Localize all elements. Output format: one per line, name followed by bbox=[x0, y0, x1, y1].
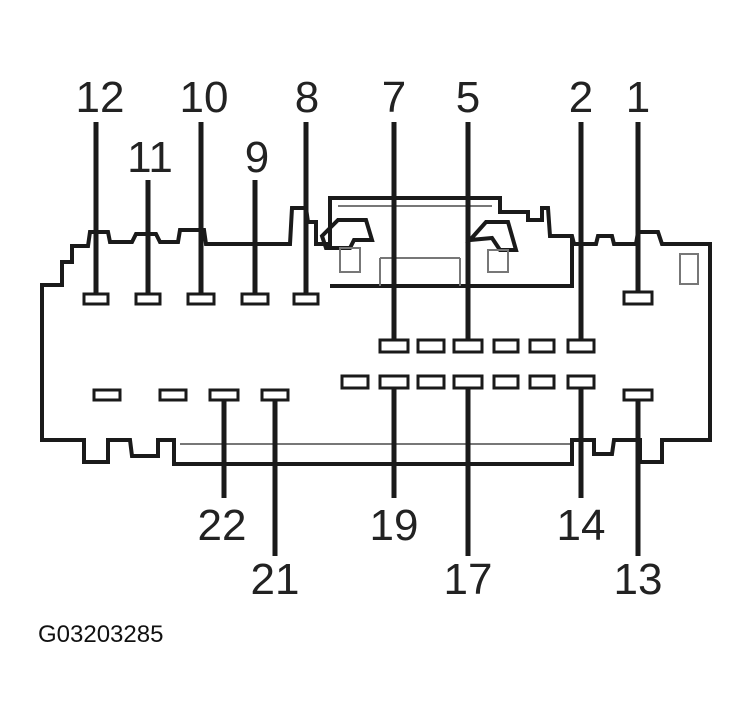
pin-17 bbox=[452, 374, 484, 390]
pin-20 bbox=[340, 374, 370, 390]
label-pin-5: 5 bbox=[456, 73, 480, 122]
label-pin-11: 11 bbox=[127, 133, 173, 182]
label-pin-22: 22 bbox=[198, 501, 247, 550]
pin-19 bbox=[378, 374, 410, 390]
label-pin-17: 17 bbox=[444, 555, 493, 604]
bottom-pin-labels: 22 21 19 17 14 13 bbox=[198, 501, 663, 604]
pin-4 bbox=[492, 338, 520, 354]
label-pin-7: 7 bbox=[382, 73, 406, 122]
pin-6 bbox=[416, 338, 446, 354]
label-pin-19: 19 bbox=[370, 501, 419, 550]
pin-12 bbox=[82, 292, 110, 306]
pin-11 bbox=[134, 292, 162, 306]
pin-23 bbox=[158, 388, 188, 402]
label-pin-14: 14 bbox=[557, 501, 606, 550]
pin-5 bbox=[452, 338, 484, 354]
label-pin-12: 12 bbox=[76, 73, 125, 122]
pin-9 bbox=[240, 292, 270, 306]
pin-row-middle bbox=[378, 338, 596, 354]
reference-code: G03203285 bbox=[38, 621, 163, 648]
pin-2 bbox=[566, 338, 596, 354]
pin-7 bbox=[378, 338, 410, 354]
pin-15 bbox=[528, 374, 556, 390]
label-pin-10: 10 bbox=[180, 73, 229, 122]
top-pin-labels: 12 11 10 9 8 7 5 2 1 bbox=[76, 73, 651, 182]
pin-24 bbox=[92, 388, 122, 402]
pin-14 bbox=[566, 374, 596, 390]
label-pin-9: 9 bbox=[245, 133, 269, 182]
pin-row-lower bbox=[340, 374, 596, 390]
label-pin-8: 8 bbox=[295, 73, 319, 122]
pin-row-bottom bbox=[92, 388, 654, 402]
connector-housing bbox=[40, 196, 712, 466]
pin-10 bbox=[186, 292, 216, 306]
pin-16 bbox=[492, 374, 520, 390]
label-pin-1: 1 bbox=[626, 73, 650, 122]
pin-row-upper bbox=[82, 290, 654, 306]
leader-lines bbox=[93, 122, 641, 556]
pin-3 bbox=[528, 338, 556, 354]
label-pin-21: 21 bbox=[251, 555, 300, 604]
label-pin-13: 13 bbox=[614, 555, 663, 604]
pin-1 bbox=[622, 290, 654, 306]
pin-21 bbox=[260, 388, 290, 402]
pin-18 bbox=[416, 374, 446, 390]
pin-8 bbox=[292, 292, 320, 306]
label-pin-2: 2 bbox=[569, 73, 593, 122]
pin-13 bbox=[622, 388, 654, 402]
pin-22 bbox=[208, 388, 240, 402]
